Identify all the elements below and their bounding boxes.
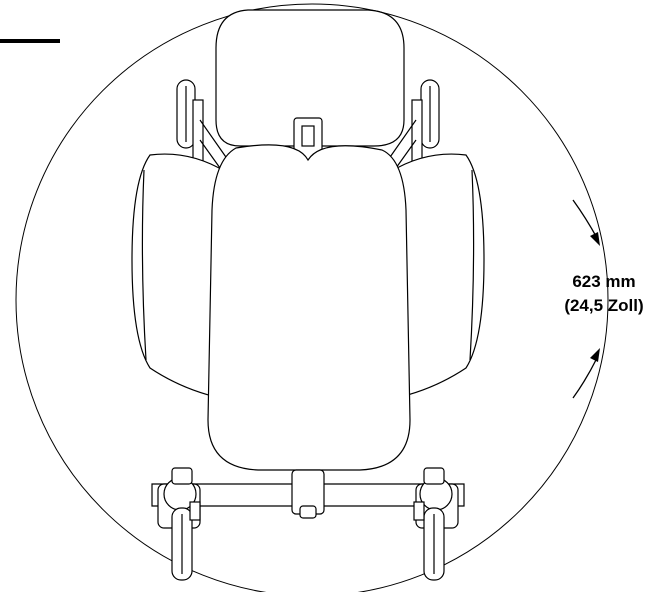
armrest-left [131, 153, 231, 401]
rear-wheel-left [176, 79, 196, 149]
dimension-label-imperial: (24,5 Zoll) [564, 296, 644, 315]
headrest [215, 9, 405, 147]
dimension-label-metric: 623 mm [572, 272, 636, 291]
caster-wheel-right [413, 477, 459, 581]
rear-wheel-right [420, 79, 440, 149]
armrest-left-edge [141, 169, 147, 361]
headrest-mount [293, 117, 323, 161]
caster-wheel-left [157, 477, 201, 581]
seat-cushion [207, 144, 411, 471]
armrest-right-edge [469, 169, 475, 361]
caster-post-right [423, 467, 445, 485]
base-frame [151, 469, 465, 519]
dimension-arrow-upper [572, 199, 600, 246]
turning-circle [15, 3, 609, 592]
caster-post-left [171, 467, 193, 485]
dimension-arrow-lower [572, 348, 600, 399]
armrest-right [385, 153, 485, 401]
